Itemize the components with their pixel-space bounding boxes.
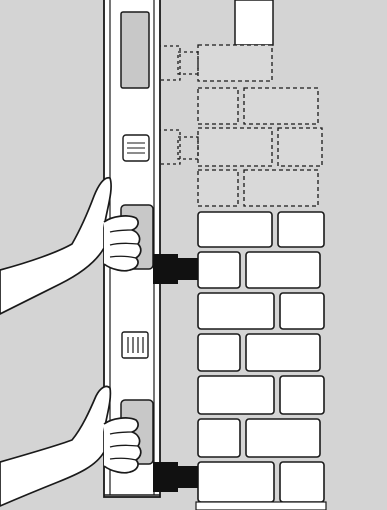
- brick: [280, 293, 324, 329]
- level-vial-upper: [123, 135, 149, 161]
- brick: [278, 212, 324, 247]
- level-window-top: [121, 12, 149, 88]
- spacer-block: [153, 254, 178, 284]
- ghost-brick: [198, 45, 272, 81]
- spacer-block: [176, 466, 198, 488]
- brick: [198, 462, 274, 502]
- brick: [246, 419, 320, 457]
- ghost-brick: [244, 88, 318, 124]
- brick-wall: [196, 212, 326, 510]
- ghost-brick: [278, 128, 322, 166]
- brick: [280, 376, 324, 414]
- back-pillar: [235, 0, 273, 45]
- ghost-brick: [244, 170, 318, 206]
- spacer-block: [176, 258, 198, 280]
- brick: [198, 334, 240, 371]
- brick: [198, 252, 240, 288]
- brick: [246, 252, 320, 288]
- spacer-block: [153, 462, 178, 492]
- brick: [198, 212, 272, 247]
- ghost-brick: [198, 88, 238, 124]
- ghost-brick: [198, 170, 238, 206]
- brick: [198, 376, 274, 414]
- brick: [196, 502, 326, 510]
- brick: [246, 334, 320, 371]
- brick: [280, 462, 324, 502]
- level-vial-middle: [122, 332, 148, 358]
- brick: [198, 419, 240, 457]
- ghost-brick: [198, 128, 272, 166]
- brick: [198, 293, 274, 329]
